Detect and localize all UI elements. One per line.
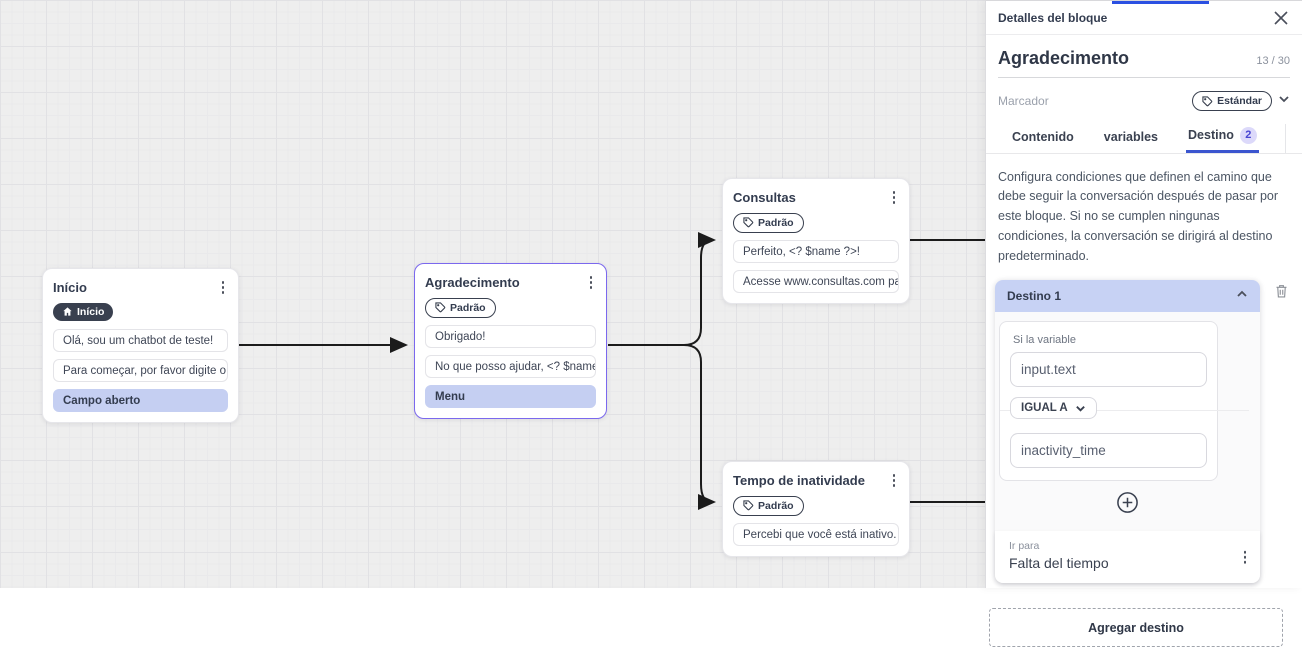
marker-select[interactable]: Estándar bbox=[1192, 91, 1290, 111]
tabs-overflow-menu bbox=[1284, 124, 1302, 153]
plus-circle-icon bbox=[1117, 492, 1138, 514]
node-message[interactable]: Olá, sou um chatbot de teste! bbox=[53, 329, 228, 352]
node-menu-button[interactable] bbox=[889, 188, 900, 207]
block-name-input[interactable]: Agradecimento bbox=[998, 48, 1130, 68]
add-condition-button[interactable] bbox=[1116, 491, 1139, 514]
marker-value-pill[interactable]: Estándar bbox=[1192, 91, 1272, 111]
goto-value: Falta del tiempo bbox=[1009, 555, 1109, 572]
node-title: Tempo de inatividade bbox=[733, 473, 865, 488]
node-message[interactable]: Para começar, por favor digite o ... bbox=[53, 359, 228, 382]
tag-icon bbox=[743, 217, 754, 228]
block-details-panel: Detalles del bloque Agradecimento 13 / 3… bbox=[985, 0, 1302, 647]
node-message[interactable]: Obrigado! bbox=[425, 325, 596, 348]
node-type-badge: Padrão bbox=[733, 495, 804, 516]
panel-title: Detalles del bloque bbox=[998, 11, 1108, 25]
variable-input[interactable] bbox=[1010, 352, 1207, 388]
node-message[interactable]: Percebi que você está inativo. C... bbox=[733, 523, 899, 546]
flow-node-inicio[interactable]: Início Início Olá, sou um chatbot de tes… bbox=[42, 268, 239, 423]
node-menu-field[interactable]: Menu bbox=[425, 385, 596, 408]
node-open-field[interactable]: Campo aberto bbox=[53, 389, 228, 412]
node-menu-button[interactable] bbox=[218, 278, 229, 297]
destination-header[interactable]: Destino 1 bbox=[995, 280, 1260, 313]
tag-icon bbox=[1202, 95, 1213, 106]
tab-destino[interactable]: Destino 2 bbox=[1186, 126, 1259, 153]
goto-row[interactable]: Ir para Falta del tiempo bbox=[995, 531, 1260, 584]
destination-card: Destino 1 Si la variable IGUAL A bbox=[995, 280, 1260, 584]
marker-label: Marcador bbox=[998, 94, 1049, 108]
destino-count-badge: 2 bbox=[1239, 126, 1257, 144]
node-message[interactable]: No que posso ajudar, <? $name ... bbox=[425, 355, 596, 378]
flow-canvas[interactable]: Início Início Olá, sou um chatbot de tes… bbox=[0, 0, 985, 588]
char-counter: 13 / 30 bbox=[1256, 55, 1290, 67]
node-title: Início bbox=[53, 280, 87, 295]
tab-variables[interactable]: variables bbox=[1103, 129, 1159, 144]
flow-node-tempo-inatividade[interactable]: Tempo de inatividade Padrão Percebi que … bbox=[722, 461, 910, 557]
delete-destination-button[interactable] bbox=[1268, 280, 1294, 299]
node-menu-button[interactable] bbox=[889, 471, 900, 490]
goto-label: Ir para bbox=[1009, 540, 1040, 553]
tag-icon bbox=[743, 500, 754, 511]
flow-node-consultas[interactable]: Consultas Padrão Perfeito, <? $name ?>! … bbox=[722, 178, 910, 304]
add-destination-button[interactable]: Agregar destino bbox=[989, 608, 1283, 647]
operator-dropdown[interactable]: IGUAL A bbox=[1010, 397, 1097, 420]
goto-menu-button[interactable] bbox=[1240, 548, 1251, 567]
chevron-down-icon bbox=[1075, 405, 1085, 412]
node-title: Agradecimento bbox=[425, 275, 520, 290]
compare-value-input[interactable] bbox=[1010, 433, 1207, 469]
chevron-down-icon[interactable] bbox=[1278, 92, 1290, 110]
node-message[interactable]: Perfeito, <? $name ?>! bbox=[733, 240, 899, 263]
close-icon[interactable] bbox=[1272, 9, 1290, 27]
node-type-badge: Padrão bbox=[425, 297, 496, 318]
tag-icon bbox=[435, 302, 446, 313]
node-type-badge: Início bbox=[53, 302, 114, 321]
destination-description: Configura condiciones que definen el cam… bbox=[998, 169, 1279, 263]
trash-icon bbox=[1276, 285, 1286, 298]
panel-top-accent-bar bbox=[1112, 1, 1209, 4]
node-type-badge: Padrão bbox=[733, 212, 804, 233]
condition-box: Si la variable IGUAL A bbox=[999, 321, 1249, 482]
node-title: Consultas bbox=[733, 190, 796, 205]
home-icon bbox=[63, 307, 72, 316]
condition-label: Si la variable bbox=[1013, 334, 1076, 347]
node-menu-button[interactable] bbox=[586, 273, 597, 292]
chevron-up-icon[interactable] bbox=[1236, 287, 1248, 305]
tab-contenido[interactable]: Contenido bbox=[1012, 129, 1074, 144]
flow-node-agradecimento[interactable]: Agradecimento Padrão Obrigado! No que po… bbox=[414, 263, 607, 419]
node-message[interactable]: Acesse www.consultas.com par... bbox=[733, 270, 899, 293]
